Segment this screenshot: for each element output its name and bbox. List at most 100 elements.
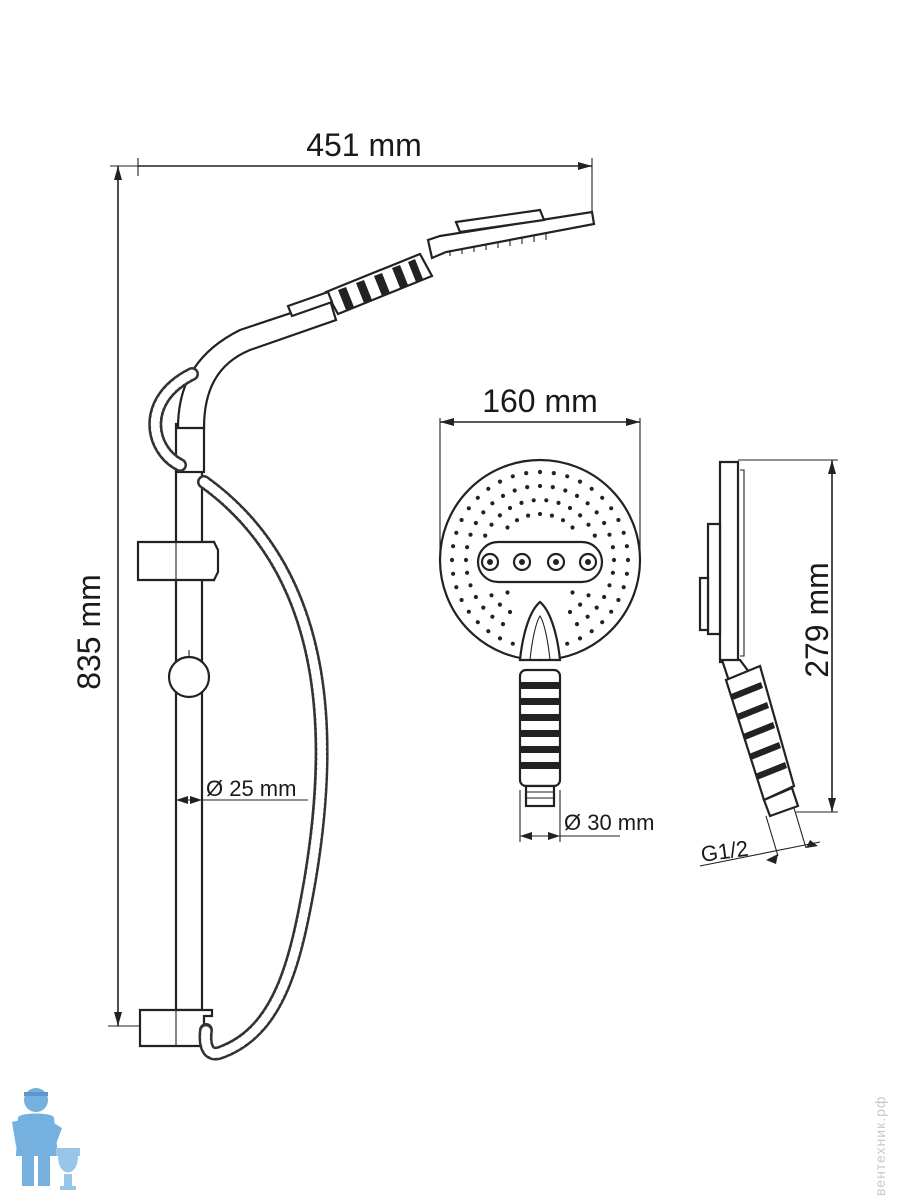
- spray-hole: [602, 520, 607, 526]
- spray-hole: [609, 609, 614, 614]
- front-handle-bands: [520, 682, 560, 769]
- site-watermark: вентехник.рф: [872, 1095, 888, 1196]
- spray-hole: [454, 585, 459, 590]
- width-label: 451 mm: [306, 127, 422, 163]
- rail-diameter-label: Ø 25 mm: [206, 776, 296, 801]
- spray-hole: [465, 570, 470, 575]
- spray-hole: [611, 557, 617, 563]
- spray-hole: [616, 597, 621, 603]
- spray-hole: [560, 518, 566, 523]
- spray-hole: [549, 513, 555, 518]
- spray-hole: [607, 583, 612, 588]
- spray-hole: [586, 593, 591, 598]
- spray-hole: [625, 557, 631, 563]
- spray-hole: [486, 486, 491, 491]
- spray-hole: [454, 530, 459, 535]
- spray-hole: [449, 557, 455, 563]
- spray-hole: [486, 629, 491, 634]
- spray-hole: [610, 570, 616, 575]
- head-diameter-label: 160 mm: [482, 383, 598, 419]
- spray-hole: [567, 505, 573, 511]
- spray-hole: [497, 602, 502, 607]
- spray-hole: [574, 493, 580, 498]
- spray-hole: [624, 571, 630, 576]
- spray-hole: [497, 479, 503, 484]
- spray-hole: [500, 622, 506, 627]
- spray-hole: [574, 622, 580, 627]
- side-handle-bands: [731, 682, 787, 780]
- hand-shower-front-view: 160 mm Ø 30 mm: [438, 383, 654, 842]
- plumber-mascot-icon: [12, 1088, 80, 1190]
- spray-hole: [507, 609, 513, 615]
- spray-hole: [567, 609, 573, 615]
- spray-hole: [616, 517, 621, 523]
- spray-hole: [497, 636, 503, 641]
- spray-hole: [463, 557, 469, 563]
- side-height-label: 279 mm: [799, 562, 835, 678]
- spray-hole: [512, 488, 517, 493]
- spray-hole: [544, 498, 549, 503]
- spray-hole: [556, 500, 561, 505]
- spray-hole: [475, 495, 480, 500]
- spray-hole: [610, 545, 616, 550]
- spray-hole: [578, 602, 583, 607]
- height-dimension: 835 mm: [71, 166, 150, 1027]
- spray-hole: [525, 485, 530, 490]
- spray-hole: [565, 474, 570, 479]
- spray-hole: [600, 620, 605, 625]
- spray-hole: [514, 518, 520, 523]
- spray-hole: [481, 605, 486, 610]
- spray-hole: [578, 513, 583, 518]
- spray-hole: [490, 501, 495, 506]
- spray-hole: [466, 506, 471, 511]
- width-dimension: 451 mm: [110, 127, 593, 215]
- spray-hole: [537, 469, 543, 475]
- spray-hole: [586, 522, 591, 527]
- spray-hole: [500, 493, 506, 498]
- spray-hole: [550, 485, 555, 490]
- spray-holes: [449, 469, 631, 646]
- spray-hole: [551, 471, 556, 476]
- spray-hole: [602, 594, 607, 600]
- spray-hole: [481, 510, 486, 515]
- thread-label: G1/2: [699, 836, 750, 867]
- spray-hole: [589, 629, 594, 634]
- spray-hole: [459, 517, 464, 523]
- spray-hole: [585, 501, 590, 506]
- spray-hole: [459, 597, 464, 603]
- spray-hole: [505, 590, 510, 595]
- spray-hole: [570, 525, 575, 530]
- spray-hole: [473, 594, 478, 600]
- spray-hole: [563, 488, 568, 493]
- spray-hole: [510, 641, 515, 646]
- spray-hole: [585, 614, 590, 619]
- spray-hole: [594, 605, 599, 610]
- spray-hole: [489, 522, 494, 527]
- spray-hole: [592, 533, 597, 538]
- spray-hole: [475, 620, 480, 625]
- spray-hole: [451, 544, 456, 549]
- spray-hole: [537, 511, 543, 517]
- spray-hole: [468, 583, 473, 588]
- spray-hole: [507, 505, 513, 511]
- spray-hole: [490, 614, 495, 619]
- spray-hole: [570, 590, 575, 595]
- handle-diameter-label: Ø 30 mm: [564, 810, 654, 835]
- spray-hole: [607, 532, 612, 537]
- spray-hole: [594, 510, 599, 515]
- spray-hole: [483, 533, 488, 538]
- spray-hole: [531, 498, 536, 503]
- hand-shower-side-view: 279 mm G1/2: [698, 459, 838, 867]
- spray-hole: [489, 593, 494, 598]
- spray-hole: [468, 532, 473, 537]
- spray-hole: [624, 544, 630, 549]
- spray-hole: [524, 471, 529, 476]
- spray-hole: [519, 500, 524, 505]
- spray-hole: [600, 495, 605, 500]
- spray-hole: [451, 571, 456, 576]
- spray-hole: [466, 609, 471, 614]
- spray-hole: [473, 520, 478, 526]
- rail-diameter-dimension: Ø 25 mm: [176, 776, 308, 804]
- spray-hole: [497, 513, 502, 518]
